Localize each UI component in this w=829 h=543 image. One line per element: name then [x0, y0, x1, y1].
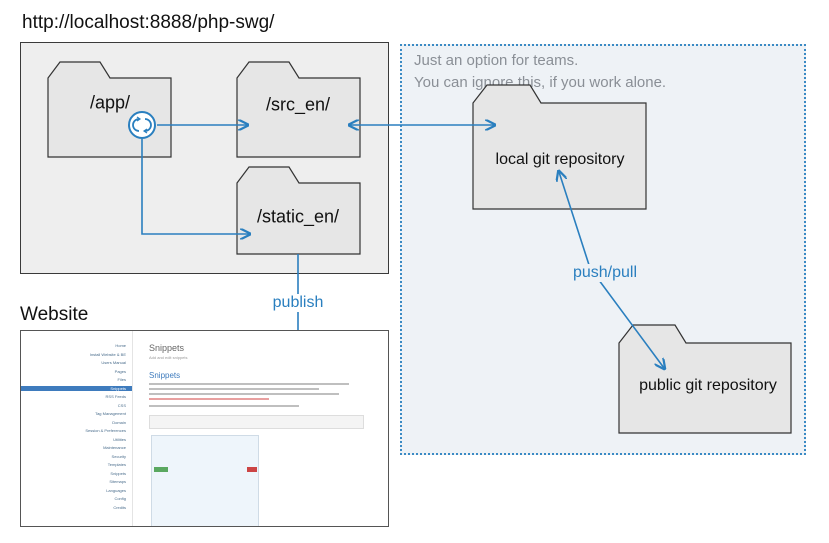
- text-line: [149, 388, 319, 390]
- screenshot-nav-item: Credits: [113, 504, 126, 510]
- website-title: Website: [20, 304, 89, 325]
- screenshot-nav-item: Session & Preferences: [85, 428, 126, 433]
- team-note: Just an option for teams. You can ignore…: [414, 50, 666, 94]
- delete-button: [247, 467, 257, 472]
- screenshot-nav-item: Files: [117, 377, 126, 382]
- sync-icon: [128, 111, 156, 139]
- screenshot-nav-item: Maintenance: [103, 445, 126, 450]
- text-line: [149, 405, 299, 407]
- folder-label-app: /app/: [89, 92, 131, 113]
- text-line: [149, 398, 269, 400]
- folder-icon: [236, 166, 361, 255]
- screenshot-nav-item: RSS Feeds: [105, 394, 126, 399]
- text-line: [149, 383, 349, 385]
- screenshot-nav-item: Utilities: [113, 436, 126, 442]
- screenshot-nav-item: Home: [115, 343, 126, 348]
- screenshot-nav-item: Domain: [112, 419, 126, 425]
- screenshot-page-title: Snippets: [149, 343, 185, 353]
- folder-label-public-repo: public git repository: [639, 377, 777, 394]
- screenshot-nav-item: Install Website & BE: [89, 351, 126, 357]
- screenshot-nav-item: Snippets: [110, 470, 126, 476]
- save-button: [154, 467, 168, 472]
- screenshot-main: Snippets Add and edit snippets Snippets: [139, 331, 388, 526]
- screenshot-nav-item: Security: [111, 453, 126, 459]
- screenshot-nav-item: Sitemaps: [109, 479, 126, 484]
- text-line: [149, 393, 339, 395]
- folder-label-local-repo: local git repository: [495, 151, 625, 168]
- publish-label: publish: [269, 294, 327, 312]
- page-title: http://localhost:8888/php-swg/: [22, 12, 275, 33]
- folder-icon: [472, 84, 647, 210]
- screenshot-section-title: Snippets: [149, 371, 181, 380]
- screenshot-nav-item: Templates: [107, 462, 126, 467]
- screenshot-nav-item: CSS: [117, 402, 126, 408]
- snippet-form-panel: [151, 435, 259, 526]
- folder-label-static-en: /static_en/: [256, 206, 340, 227]
- screenshot-nav-item: Pages: [114, 368, 126, 374]
- screenshot-page-subtitle: Add and edit snippets: [149, 355, 188, 360]
- app-to-static-connector: [141, 139, 249, 234]
- team-note-line-2: You can ignore this, if you work alone.: [414, 74, 667, 91]
- folder-label-src-en: /src_en/: [265, 94, 331, 115]
- screenshot-nav-item: Languages: [106, 487, 126, 493]
- folder-icon: [236, 61, 361, 158]
- team-note-line-1: Just an option for teams.: [414, 52, 579, 69]
- screenshot-nav-item: Snippets: [21, 385, 132, 391]
- screenshot-nav-item: Config: [114, 496, 126, 501]
- push-pull-label: push/pull: [569, 264, 641, 282]
- screenshot-nav-item: Users Manual: [101, 360, 126, 365]
- code-block: [149, 415, 364, 429]
- screenshot-nav-item: Tag Management: [95, 411, 126, 416]
